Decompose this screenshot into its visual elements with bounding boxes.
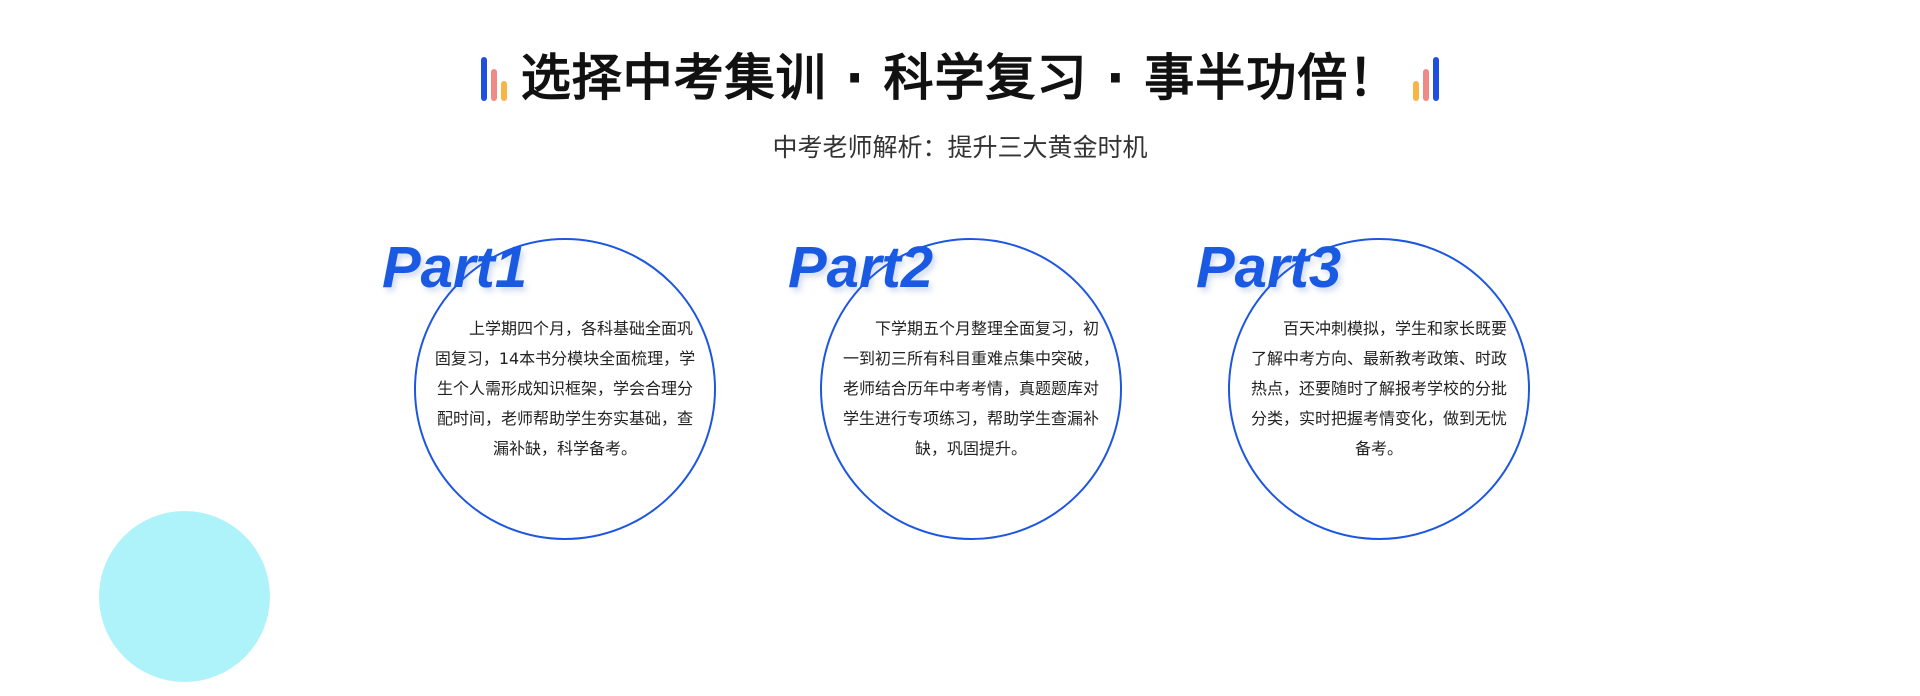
bar-blue (1433, 57, 1440, 101)
part-card-3: 百天冲刺模拟，学生和家长既要了解中考方向、最新教考政策、时政热点，还要随时了解报… (1196, 235, 1530, 548)
bar-blue (480, 57, 487, 101)
part-label: Part1 (382, 235, 528, 300)
part-circle: 下学期五个月整理全面复习，初一到初三所有科目重难点集中突破，老师结合历年中考考情… (820, 238, 1122, 540)
bar-pink (490, 69, 497, 101)
part-label: Part3 (1196, 235, 1342, 300)
part-description: 下学期五个月整理全面复习，初一到初三所有科目重难点集中突破，老师结合历年中考考情… (842, 319, 1099, 458)
page-subtitle: 中考老师解析：提升三大黄金时机 (772, 133, 1148, 162)
bars-left-icon (480, 55, 507, 101)
part-card-2: 下学期五个月整理全面复习，初一到初三所有科目重难点集中突破，老师结合历年中考考情… (788, 235, 1122, 548)
part-description: 上学期四个月，各科基础全面巩固复习，14本书分模块全面梳理，学生个人需形成知识框… (434, 319, 696, 458)
bar-yellow (500, 81, 507, 101)
part-circle: 上学期四个月，各科基础全面巩固复习，14本书分模块全面梳理，学生个人需形成知识框… (414, 238, 716, 540)
part-card-1: 上学期四个月，各科基础全面巩固复习，14本书分模块全面梳理，学生个人需形成知识框… (382, 235, 716, 548)
part-circle: 百天冲刺模拟，学生和家长既要了解中考方向、最新教考政策、时政热点，还要随时了解报… (1228, 238, 1530, 540)
decorative-circle (99, 511, 270, 682)
part-label: Part2 (788, 235, 934, 300)
header: 选择中考集训 · 科学复习 · 事半功倍！ (0, 48, 1920, 108)
bar-pink (1423, 69, 1430, 101)
bar-yellow (1413, 81, 1420, 101)
part-description: 百天冲刺模拟，学生和家长既要了解中考方向、最新教考政策、时政热点，还要随时了解报… (1250, 319, 1507, 458)
bars-right-icon (1413, 55, 1440, 101)
page-title: 选择中考集训 · 科学复习 · 事半功倍！ (520, 49, 1400, 107)
